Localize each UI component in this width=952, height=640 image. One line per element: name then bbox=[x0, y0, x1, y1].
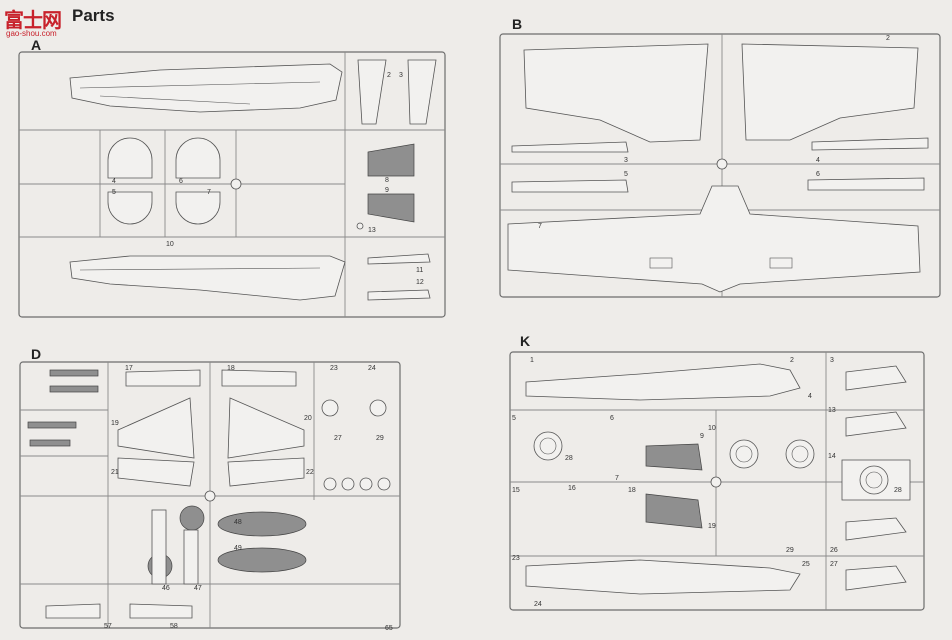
svg-text:16: 16 bbox=[568, 485, 576, 492]
sprue-a: 2 3 4 5 6 7 8 9 10 11 12 13 bbox=[18, 51, 446, 318]
logo-text: 富士网 bbox=[4, 8, 62, 32]
svg-text:22: 22 bbox=[306, 469, 314, 476]
svg-text:21: 21 bbox=[111, 469, 119, 476]
round-part-6 bbox=[175, 137, 221, 179]
svg-text:23: 23 bbox=[330, 365, 338, 372]
svg-text:28: 28 bbox=[894, 487, 902, 494]
page-title: Parts bbox=[72, 6, 115, 25]
svg-text:7: 7 bbox=[207, 189, 211, 196]
svg-text:10: 10 bbox=[166, 241, 174, 248]
sprue-k-letter: K bbox=[520, 333, 531, 349]
svg-text:15: 15 bbox=[512, 487, 520, 494]
svg-text:23: 23 bbox=[512, 555, 520, 562]
logo-url: gao-shou.com bbox=[6, 29, 57, 38]
svg-text:58: 58 bbox=[170, 623, 178, 630]
svg-text:18: 18 bbox=[227, 365, 235, 372]
sprue-b-letter: B bbox=[512, 16, 523, 32]
svg-text:13: 13 bbox=[828, 407, 836, 414]
svg-text:3: 3 bbox=[624, 157, 628, 164]
svg-text:46: 46 bbox=[162, 585, 170, 592]
svg-text:13: 13 bbox=[368, 227, 376, 234]
svg-text:25: 25 bbox=[802, 561, 810, 568]
svg-text:27: 27 bbox=[334, 435, 342, 442]
svg-text:7: 7 bbox=[538, 223, 542, 230]
sprue-a-letter: A bbox=[31, 37, 42, 53]
svg-text:5: 5 bbox=[512, 415, 516, 422]
site-logo: 富士网 gao-shou.com bbox=[4, 4, 68, 40]
svg-text:29: 29 bbox=[786, 547, 794, 554]
svg-text:14: 14 bbox=[828, 453, 836, 460]
svg-text:65: 65 bbox=[385, 625, 393, 632]
svg-text:4: 4 bbox=[808, 393, 812, 400]
svg-text:9: 9 bbox=[385, 187, 389, 194]
svg-text:3: 3 bbox=[399, 72, 403, 79]
svg-text:29: 29 bbox=[376, 435, 384, 442]
svg-text:1: 1 bbox=[530, 357, 534, 364]
svg-text:4: 4 bbox=[112, 178, 116, 185]
svg-text:18: 18 bbox=[628, 487, 636, 494]
svg-text:11: 11 bbox=[416, 267, 423, 274]
svg-text:20: 20 bbox=[304, 415, 312, 422]
svg-text:24: 24 bbox=[534, 601, 542, 608]
svg-text:57: 57 bbox=[104, 623, 112, 630]
svg-text:6: 6 bbox=[179, 178, 183, 185]
svg-text:17: 17 bbox=[125, 365, 133, 372]
svg-text:4: 4 bbox=[816, 157, 820, 164]
sprue-b: 2 3 5 4 6 7 bbox=[499, 33, 941, 298]
svg-text:28: 28 bbox=[565, 455, 573, 462]
svg-text:47: 47 bbox=[194, 585, 202, 592]
sprue-d-letter: D bbox=[31, 346, 42, 362]
svg-text:6: 6 bbox=[816, 171, 820, 178]
svg-text:12: 12 bbox=[416, 279, 424, 286]
svg-text:49: 49 bbox=[234, 545, 242, 552]
sprue-d: 17 18 19 20 21 22 23 24 27 29 46 47 48 4… bbox=[19, 361, 401, 632]
svg-text:3: 3 bbox=[830, 357, 834, 364]
round-part-4 bbox=[107, 137, 153, 179]
svg-text:5: 5 bbox=[112, 189, 116, 196]
svg-text:10: 10 bbox=[708, 425, 716, 432]
round-part-7 bbox=[175, 191, 221, 225]
svg-text:27: 27 bbox=[830, 561, 838, 568]
svg-text:7: 7 bbox=[615, 475, 619, 482]
svg-text:9: 9 bbox=[700, 433, 704, 440]
svg-text:48: 48 bbox=[234, 519, 242, 526]
svg-text:24: 24 bbox=[368, 365, 376, 372]
svg-text:2: 2 bbox=[886, 35, 890, 42]
svg-text:26: 26 bbox=[830, 547, 838, 554]
sprue-k: 1 2 3 4 5 6 7 9 10 13 14 15 16 18 19 23 … bbox=[509, 351, 925, 611]
round-part-5 bbox=[107, 191, 153, 225]
svg-text:5: 5 bbox=[624, 171, 628, 178]
svg-text:2: 2 bbox=[790, 357, 794, 364]
svg-text:8: 8 bbox=[385, 177, 389, 184]
svg-text:19: 19 bbox=[708, 523, 716, 530]
svg-text:6: 6 bbox=[610, 415, 614, 422]
svg-text:2: 2 bbox=[387, 72, 391, 79]
svg-text:19: 19 bbox=[111, 420, 119, 427]
